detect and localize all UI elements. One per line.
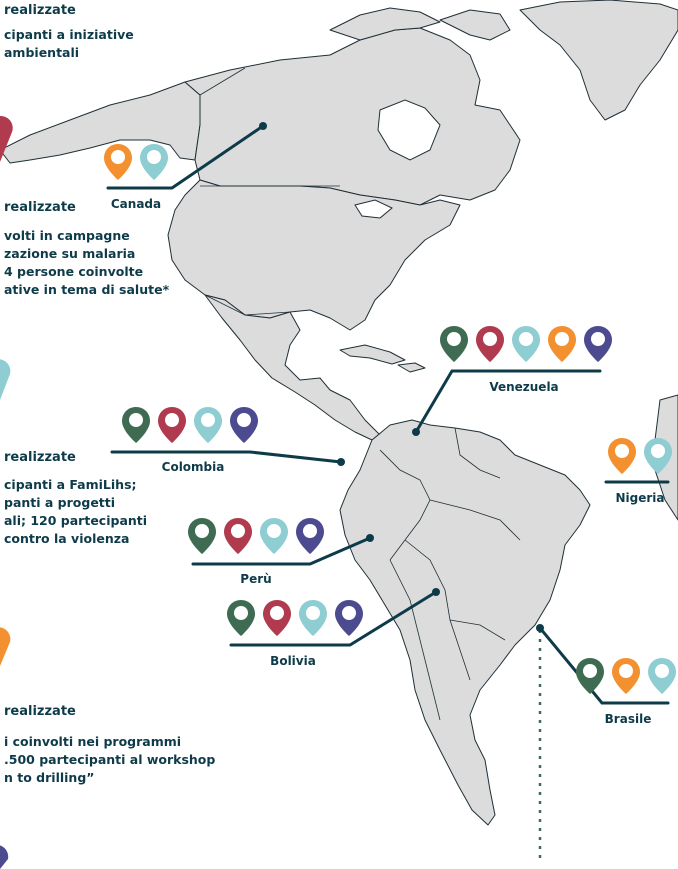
- lightblue-pin-icon: [260, 518, 288, 554]
- panel-2-line-1: volti in campagne: [4, 228, 130, 243]
- country-label-colombia: Colombia: [161, 460, 225, 474]
- canada-pins: [102, 142, 170, 182]
- left-orange-pin-icon: [0, 627, 11, 666]
- lightblue-pin-icon: [512, 326, 540, 362]
- purple-pin-icon: [296, 518, 324, 554]
- panel-1-line-2: ambientali: [4, 45, 80, 60]
- land-arctic-islands-2: [439, 9, 511, 41]
- land-greenland: [519, 0, 678, 121]
- border-sa-4: [389, 559, 441, 721]
- orange-pin-icon: [548, 326, 576, 362]
- panel-2-line-2: zazione su malaria: [4, 246, 136, 261]
- lightblue-pin-icon: [194, 407, 222, 443]
- lightblue-pin-icon: [648, 658, 676, 694]
- panel-3-line-2: panti a progetti: [4, 495, 116, 510]
- endpoint-peru: [366, 534, 374, 542]
- panel-1-heading: realizzate: [4, 3, 76, 18]
- left-red-pin-icon: [0, 116, 13, 162]
- panel-4-heading: realizzate: [4, 704, 76, 719]
- leader-endpoints: [259, 122, 544, 632]
- leader-colombia: [110, 450, 343, 464]
- endpoint-canada: [259, 122, 267, 130]
- endpoint-brasile: [536, 624, 544, 632]
- border-sa-6: [449, 619, 506, 641]
- orange-pin-icon: [608, 438, 636, 474]
- land-canada: [184, 27, 521, 206]
- endpoint-colombia: [337, 458, 345, 466]
- left-edge-pins: [0, 116, 13, 869]
- peru-pins: [186, 516, 326, 556]
- land-mexico: [204, 294, 381, 441]
- lightblue-pin-icon: [299, 600, 327, 636]
- border-sa-3: [404, 539, 471, 681]
- lightblue-pin-icon: [644, 438, 672, 474]
- left-lightblue-pin-icon: [0, 359, 11, 400]
- red-pin-icon: [263, 600, 291, 636]
- panel-4-line-2: .500 partecipanti al workshop: [4, 752, 216, 767]
- brasile-pins: [574, 656, 678, 696]
- colombia-pins: [120, 405, 260, 445]
- leader-bolivia: [229, 590, 438, 647]
- leader-brasile: [538, 626, 670, 705]
- venezuela-pins: [438, 324, 614, 364]
- panel-4-line-3: n to drilling”: [4, 770, 95, 785]
- panel-3-line-1: cipanti a FamiLihs;: [4, 477, 137, 492]
- country-label-venezuela: Venezuela: [489, 380, 559, 394]
- red-pin-icon: [158, 407, 186, 443]
- country-borders: [199, 67, 521, 721]
- left-purple-pin-icon: [0, 845, 9, 869]
- country-label-brasile: Brasile: [604, 712, 652, 726]
- leader-venezuela: [414, 369, 602, 434]
- panel-2-line-3: 4 persone coinvolte: [4, 264, 144, 279]
- country-label-nigeria: Nigeria: [615, 491, 665, 505]
- water-hudson-bay: [377, 99, 441, 161]
- orange-pin-icon: [612, 658, 640, 694]
- panel-4-line-1: i coinvolti nei programmi: [4, 734, 182, 749]
- panel-3-line-4: contro la violenza: [4, 531, 130, 546]
- land-arctic-islands: [329, 7, 441, 41]
- water-great-lakes: [354, 199, 393, 219]
- panel-2-heading: realizzate: [4, 200, 76, 215]
- land-hispaniola: [397, 362, 426, 373]
- border-us-mexico: [204, 294, 291, 316]
- country-label-canada: Canada: [110, 197, 162, 211]
- green-pin-icon: [227, 600, 255, 636]
- panel-1-line-1: cipanti a iniziative: [4, 27, 134, 42]
- country-label-peru: Perù: [240, 572, 272, 586]
- orange-pin-icon: [104, 144, 132, 180]
- panel-3-heading: realizzate: [4, 450, 76, 465]
- land-masses: [0, 0, 678, 826]
- nigeria-pins: [606, 436, 674, 476]
- purple-pin-icon: [335, 600, 363, 636]
- leader-lines: [106, 124, 670, 705]
- purple-pin-icon: [230, 407, 258, 443]
- land-cuba: [339, 344, 406, 365]
- green-pin-icon: [576, 658, 604, 694]
- panel-2-line-4: ative in tema di salute*: [4, 282, 170, 297]
- land-alaska: [0, 81, 201, 164]
- endpoint-venezuela: [412, 428, 420, 436]
- purple-pin-icon: [584, 326, 612, 362]
- green-pin-icon: [122, 407, 150, 443]
- leader-canada: [106, 124, 265, 190]
- border-alaska-canada: [199, 67, 246, 96]
- green-pin-icon: [188, 518, 216, 554]
- leader-peru: [191, 536, 372, 566]
- land-usa: [167, 179, 461, 331]
- bolivia-pins: [225, 598, 365, 638]
- red-pin-icon: [224, 518, 252, 554]
- panel-3-line-3: ali; 120 partecipanti: [4, 513, 148, 528]
- border-sa-2: [429, 499, 521, 541]
- endpoint-bolivia: [432, 588, 440, 596]
- border-sa-5: [454, 427, 501, 479]
- red-pin-icon: [476, 326, 504, 362]
- lightblue-pin-icon: [140, 144, 168, 180]
- country-label-bolivia: Bolivia: [270, 654, 316, 668]
- green-pin-icon: [440, 326, 468, 362]
